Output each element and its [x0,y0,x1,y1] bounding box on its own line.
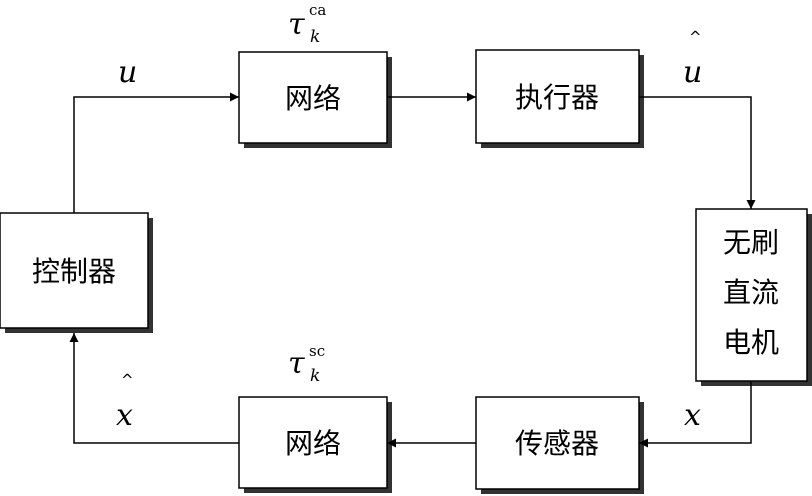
signal-x-hat-accent: ^ [121,371,134,389]
tau-top-symbol: τ [288,7,305,42]
tau-top-subscript: k [310,27,320,47]
controller-block: 控制器 [0,213,153,333]
network-top-block: 网络 [239,52,392,148]
delay-top-label: τ ca k [288,1,326,47]
signal-x-hat-label: x [116,398,133,433]
network-top-label: 网络 [285,82,341,115]
network-bottom-label: 网络 [285,427,341,460]
controller-label: 控制器 [32,255,116,288]
signal-u-hat-label: u [683,55,702,90]
network-to-controller-arrow [74,333,239,443]
signal-u-hat-accent: ^ [689,28,702,46]
motor-label-line3: 电机 [723,326,779,359]
motor-label-line2: 直流 [723,276,779,309]
signal-x-label: x [684,398,701,433]
signal-u-label: u [118,55,137,90]
tau-top-superscript: ca [309,1,326,19]
tau-bottom-superscript: sc [309,342,325,360]
actuator-block: 执行器 [476,50,644,148]
actuator-to-motor-arrow [639,97,751,209]
network-bottom-block: 网络 [239,397,392,493]
tau-bottom-subscript: k [310,366,320,386]
actuator-label: 执行器 [515,81,599,114]
sensor-label: 传感器 [515,427,599,460]
sensor-block: 传感器 [476,397,644,494]
delay-bottom-label: τ sc k [288,342,325,386]
motor-label-line1: 无刷 [723,226,779,259]
tau-bottom-symbol: τ [288,346,305,381]
controller-to-network-arrow [74,97,239,213]
motor-block: 无刷 直流 电机 [696,209,812,386]
